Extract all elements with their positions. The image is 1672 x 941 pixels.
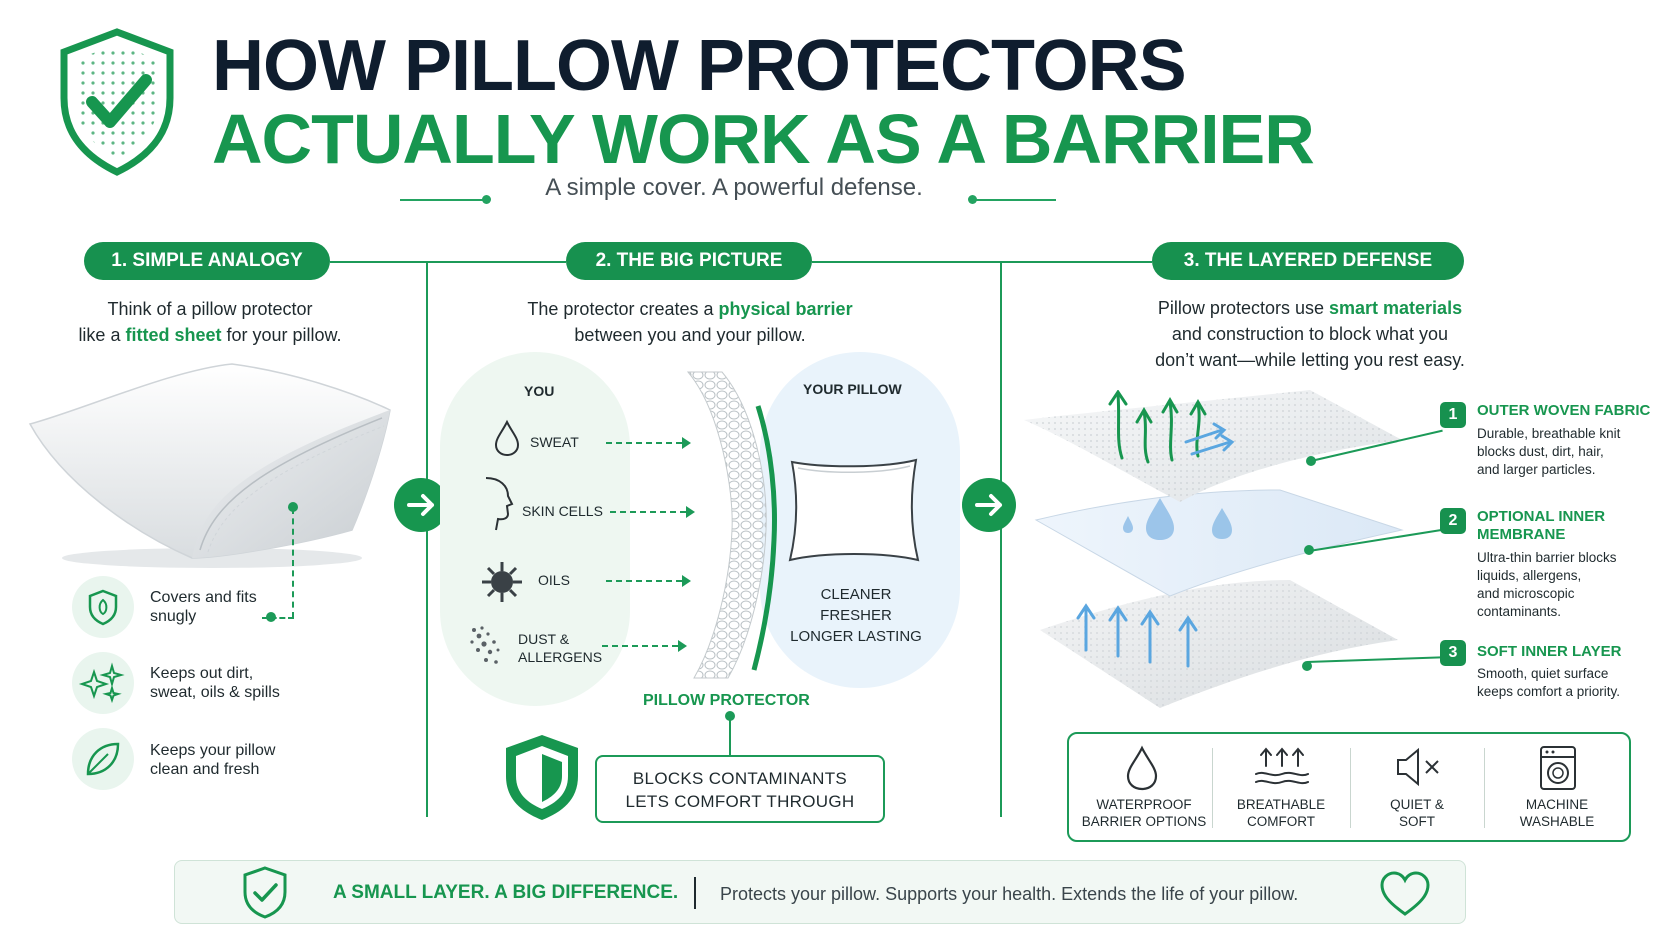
- item-label: OILS: [538, 572, 570, 588]
- callout-line: [262, 617, 294, 619]
- callout-dot: [288, 502, 298, 512]
- section2-text: The protector creates a physical barrier…: [527, 299, 853, 345]
- airflow-icon: [1255, 747, 1309, 785]
- layer-number-badge: 2: [1440, 508, 1466, 534]
- item-label: SWEAT: [530, 434, 579, 450]
- section2-label: 2. THE BIG PICTURE: [566, 242, 812, 280]
- item-label: DUST &ALLERGENS: [518, 631, 603, 665]
- column-divider-1: [426, 261, 428, 817]
- next-arrow-icon: [962, 478, 1016, 532]
- connector-line: [812, 261, 1152, 263]
- connector-line: [330, 261, 566, 263]
- callout-line: [292, 508, 294, 618]
- shield-icon: [506, 735, 578, 820]
- flow-arrow: [610, 511, 686, 513]
- flow-arrowhead: [686, 506, 695, 518]
- you-label: YOU: [524, 383, 555, 399]
- callout-dot: [725, 711, 735, 721]
- drop-icon: [494, 419, 520, 457]
- feature-badge: [72, 576, 134, 638]
- dust-icon: [470, 626, 500, 664]
- shield-check-icon: [60, 28, 174, 176]
- connector-line: [729, 716, 731, 756]
- layer-title: SOFT INNER LAYER: [1477, 643, 1622, 660]
- section3-text: Pillow protectors use smart materials an…: [1155, 298, 1465, 370]
- subtitle-left-dot: [482, 195, 491, 204]
- divider: [1212, 748, 1213, 828]
- subtitle-right-dot: [968, 195, 977, 204]
- subtitle-right-rule: [976, 199, 1056, 201]
- column-divider-2: [1000, 261, 1002, 817]
- pillow-protector-label: PILLOW PROTECTOR: [643, 692, 810, 709]
- drop-icon: [1126, 745, 1158, 791]
- shield-check-icon: [243, 866, 287, 919]
- protector-fabric-image: [686, 371, 777, 679]
- footer-text: Protects your pillow. Supports your heal…: [720, 884, 1299, 904]
- face-profile-icon: [485, 477, 514, 531]
- pillow-image: [28, 363, 391, 568]
- callout-dot: [1302, 661, 1312, 671]
- particle-icon: [482, 562, 522, 602]
- callout-dot: [266, 612, 276, 622]
- layered-fabric-image: [1024, 390, 1404, 708]
- footer-headline: A SMALL LAYER. A BIG DIFFERENCE.: [333, 882, 679, 903]
- next-arrow-icon: [394, 478, 448, 532]
- divider: [1484, 748, 1485, 828]
- leaf-icon: [86, 742, 120, 776]
- flow-arrow: [602, 645, 678, 647]
- subtitle: A simple cover. A powerful defense.: [545, 174, 923, 201]
- washing-machine-icon: [1540, 746, 1576, 790]
- feature-badge: [72, 652, 134, 714]
- layer-title: OUTER WOVEN FABRIC: [1477, 402, 1651, 419]
- flow-arrow: [606, 442, 682, 444]
- footer-banner: [174, 860, 1466, 924]
- feature-text: Keeps out dirt,sweat, oils & spills: [150, 665, 280, 701]
- sparkle-icon: [78, 662, 125, 704]
- subtitle-left-rule: [400, 199, 490, 201]
- page-title-line2: ACTUALLY WORK AS A BARRIER: [212, 100, 1315, 178]
- flow-arrow: [606, 580, 682, 582]
- you-panel: [440, 352, 630, 706]
- mute-speaker-icon: [1397, 747, 1439, 787]
- heart-icon: [1380, 871, 1430, 916]
- feature-badge: [72, 728, 134, 790]
- benefit-label: QUIET &SOFT: [1390, 797, 1444, 829]
- layer-number-badge: 1: [1440, 402, 1466, 428]
- footer-separator: [694, 877, 696, 909]
- page-title-line1: HOW PILLOW PROTECTORS: [212, 26, 1187, 106]
- section3-label: 3. THE LAYERED DEFENSE: [1152, 242, 1464, 280]
- divider: [1350, 748, 1351, 828]
- section1-text: Think of a pillow protector like a fitte…: [78, 299, 342, 345]
- item-label: SKIN CELLS: [522, 503, 603, 519]
- flow-arrowhead: [682, 437, 691, 449]
- layer-number-badge: 3: [1440, 640, 1466, 666]
- flow-arrowhead: [682, 575, 691, 587]
- flow-arrowhead: [678, 640, 687, 652]
- benefits-box: [1067, 732, 1631, 842]
- your-pillow-label: YOUR PILLOW: [803, 381, 902, 397]
- clean-pillow-image: [788, 458, 920, 562]
- section1-label: 1. SIMPLE ANALOGY: [84, 242, 330, 280]
- shield-icon: [88, 589, 118, 626]
